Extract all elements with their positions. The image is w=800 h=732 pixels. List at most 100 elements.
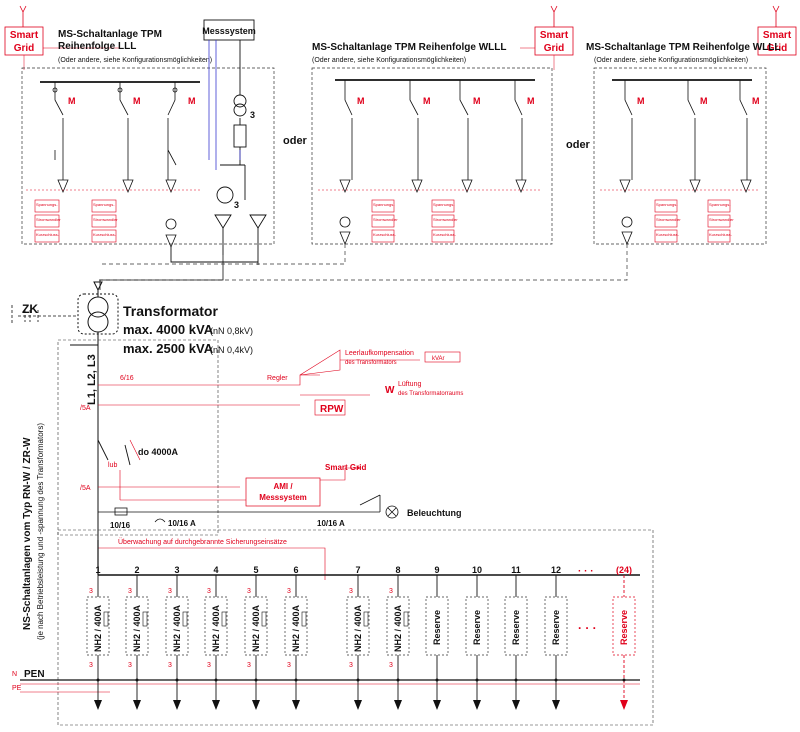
ms-panel-subtitle: (Oder andere, siehe Konfigurationsmöglic…	[312, 57, 466, 64]
ct-ratio-label: 3	[89, 662, 93, 669]
feeder-number: 10	[472, 565, 482, 575]
fuse-10-16a-label: 10/16 A	[168, 519, 196, 528]
ct-ratio-label: 3	[168, 588, 172, 595]
feeder-number: 3	[174, 565, 179, 575]
small-box-label: Spannungs-	[93, 202, 115, 207]
transformer-title: Transformator	[123, 303, 218, 319]
smart-grid-label-line2: Grid	[544, 43, 565, 54]
small-box-label: Stromwandler	[709, 217, 734, 222]
ms-panel-title: MS-Schaltanlage TPM Reihenfolge WLLL	[312, 42, 506, 53]
feeder-arrow-icon	[620, 700, 628, 710]
ami-label-2: Messsystem	[259, 493, 307, 502]
ns-label-sub: (je nach Betriebsleistung und -spannung …	[36, 423, 45, 640]
small-box-label: Kurzschluss-	[656, 232, 680, 237]
transformer-symbol	[70, 281, 119, 540]
smart-grid-label-line1: Smart	[540, 30, 569, 41]
feeder-label: Reserve	[511, 610, 521, 645]
fuse-10-16a-label: 10/16 A	[317, 519, 345, 528]
do-4000a-label: do 4000A	[138, 447, 179, 457]
fuse-icon	[103, 611, 109, 627]
small-box-label: Stromwandler	[93, 217, 118, 222]
feeder-label: NH2 / 400A	[291, 604, 301, 652]
feeder-number: 6	[293, 565, 298, 575]
lueftung-label: Lüftung	[398, 381, 421, 388]
motor-label: M	[473, 96, 481, 106]
small-box-label: Kurzschluss-	[709, 232, 733, 237]
lueftung-label-2: des Transformatorraums	[398, 391, 463, 397]
ct-ratio-label: 3	[207, 588, 211, 595]
feeder-label: NH2 / 400A	[353, 604, 363, 652]
ellipsis-top: · · ·	[578, 566, 594, 577]
smart-grid-box-right: Smart Grid	[757, 5, 797, 56]
leerlauf-label: Leerlaufkompensation	[345, 350, 414, 357]
transformer-max-2500: max. 2500 kVA	[123, 341, 214, 356]
ct-ratio-label: 3	[349, 662, 353, 669]
feeder-arrow-icon	[252, 700, 260, 710]
motor-label: M	[357, 96, 365, 106]
feeder-13: (24)Reserve	[612, 565, 636, 710]
feeder-arrow-icon	[354, 700, 362, 710]
n-label: N	[12, 671, 17, 678]
feeder-number: 1	[95, 565, 100, 575]
small-box-label: Stromwandler	[656, 217, 681, 222]
small-box-label: Kurzschluss-	[36, 232, 60, 237]
small-box-label: Spannungs-	[433, 202, 455, 207]
ct-ratio-label: 3	[247, 588, 251, 595]
smart-grid-label-line2: Grid	[14, 43, 35, 54]
feeder-label: Reserve	[432, 610, 442, 645]
ms-panel-subtitle: (Oder andere, siehe Konfigurationsmöglic…	[58, 57, 212, 64]
ms-panel-title: MS-Schaltanlage TPM	[58, 29, 162, 40]
motor-label: M	[423, 96, 431, 106]
ct-ratio-label: 3	[389, 662, 393, 669]
transformer-voltage-04: (nN 0,4kV)	[210, 345, 253, 355]
fuse-10-16-label: 10/16	[110, 521, 131, 530]
feeder-number: 5	[253, 565, 258, 575]
small-box-label: Kurzschluss-	[93, 232, 117, 237]
feeder-number: 4	[213, 565, 218, 575]
antenna-icon	[550, 5, 558, 27]
small-box-label: Spannungs-	[373, 202, 395, 207]
ct-5a-label: /5A	[80, 485, 91, 492]
feeder-arrow-icon	[394, 700, 402, 710]
feeder-arrow-icon	[94, 700, 102, 710]
feeder-number: 7	[355, 565, 360, 575]
pen-label: PEN	[24, 669, 45, 680]
feeder-number: 11	[511, 565, 521, 575]
ct-6-16-label: 6/16	[120, 375, 134, 382]
motor-label: M	[68, 96, 76, 106]
messsystem-label: Messsystem	[202, 26, 256, 36]
kvar-label: kVAr	[432, 356, 445, 362]
feeder-arrow-icon	[552, 700, 560, 710]
leerlauf-label-2: des Transformators	[345, 360, 397, 366]
feeder-label: NH2 / 400A	[211, 604, 221, 652]
ms-panel-title-line2: Reihenfolge LLL	[58, 41, 136, 52]
small-box-label: Kurzschluss-	[373, 232, 397, 237]
oder-label: oder	[283, 135, 308, 147]
ct-ratio-label: 3	[168, 662, 172, 669]
feeder-label: Reserve	[551, 610, 561, 645]
small-box-label: Spannungs-	[36, 202, 58, 207]
smart-grid-label-line2: Grid	[767, 43, 788, 54]
feeder-label: NH2 / 400A	[172, 604, 182, 652]
feeder-number: 8	[395, 565, 400, 575]
ct-ratio-label: 3	[89, 588, 93, 595]
oder-label: oder	[566, 139, 591, 151]
ct-ratio-label: 3	[250, 110, 255, 120]
smart-grid-label-line1: Smart	[763, 30, 792, 41]
fuse-icon	[182, 611, 188, 627]
ms-panel-1: MS-Schaltanlage TPM Reihenfolge LLL (Ode…	[21, 19, 275, 265]
feeder-label: NH2 / 400A	[251, 604, 261, 652]
regler-label: Regler	[267, 375, 288, 382]
transformer-max-4000: max. 4000 kVA	[123, 322, 214, 337]
transformer-voltage-08: (nN 0,8kV)	[210, 326, 253, 336]
ns-label: NS-Schaltanlagen vom Typ RN-W / ZR-W	[22, 437, 33, 630]
fuse-icon	[363, 611, 369, 627]
